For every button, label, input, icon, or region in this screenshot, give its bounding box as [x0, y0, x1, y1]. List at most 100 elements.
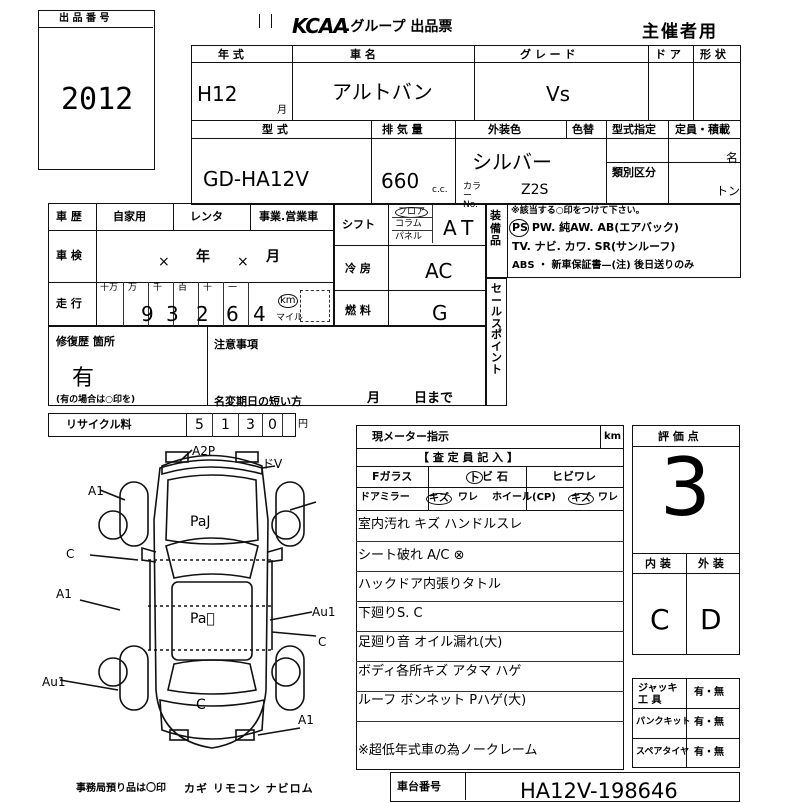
chassis-label: 車台番号	[397, 780, 441, 793]
recycle-digit-1: 5	[195, 417, 204, 433]
equipment-line-2: TV. ナビ. カワ. SR(サンルーフ)	[512, 240, 676, 253]
car-body-outline	[153, 459, 269, 749]
inspection-block	[356, 425, 624, 770]
mirror-label: ドアミラー	[360, 492, 410, 503]
color-value: シルバー	[472, 150, 552, 174]
jack-choice[interactable]: 有・無	[694, 687, 724, 698]
vehicle-info-table	[191, 45, 741, 205]
mark-left-c: C	[66, 547, 75, 561]
equipment-note: ※該当する○印をつけて下さい。	[511, 206, 645, 216]
mark-right-au1: Au1	[312, 605, 336, 619]
mark-left-a1: A1	[56, 587, 72, 601]
history-option-rental[interactable]: レンタ	[190, 210, 223, 223]
year-value: H12	[197, 82, 238, 106]
remark-5: 足廻り音 オイル漏れ(大)	[358, 635, 503, 650]
history-option-private[interactable]: 自家用	[113, 210, 146, 223]
shaken-year-label: 年	[196, 249, 210, 265]
mark-left-a1-top: A1	[88, 484, 104, 498]
mark-top-right: ドV	[262, 457, 283, 471]
displacement-value: 660	[381, 169, 420, 193]
glass-item-3[interactable]: ヒビワレ	[552, 470, 596, 483]
sales-point-label: セールスポイント	[491, 282, 502, 376]
unit-mile[interactable]: マイル	[276, 313, 304, 323]
sales-point-box	[486, 278, 507, 406]
spare-choice[interactable]: 有・無	[694, 747, 724, 758]
model-value: GD-HA12V	[203, 167, 309, 191]
remark-4: 下廻りS. C	[358, 606, 423, 621]
wheel-label: ホイール(CP)	[492, 492, 556, 503]
shaken-month-x: ×	[237, 254, 249, 270]
glass-item-2[interactable]: ビ 石	[482, 470, 508, 483]
mark-top: A2P	[192, 444, 216, 458]
shift-ac-fuel-block	[334, 203, 486, 326]
grade-label: グ レ ー ド	[520, 48, 576, 61]
remark-6: ボディ各所キズ アタマ ハゲ	[358, 664, 522, 679]
mileage-digit-5: 4	[253, 302, 266, 326]
repair-label: 修復歴 箇所	[56, 335, 115, 348]
equipment-block	[486, 203, 741, 278]
mirror-item-2[interactable]: ワレ	[458, 492, 478, 503]
mirror-item-1[interactable]: キズ	[426, 493, 452, 505]
shift-label: シフト	[342, 218, 375, 231]
recycle-label: リサイクル料	[66, 418, 132, 431]
shift-value: AT	[443, 216, 480, 240]
digit-label-1k: 千	[153, 283, 163, 293]
glass-item-1[interactable]: ト	[466, 471, 483, 484]
shaken-month-label: 月	[266, 249, 280, 265]
digit-label-1: 一	[228, 283, 238, 293]
repair-note: (有の場合は○印を)	[56, 395, 136, 405]
capacity-unit-persons: 名	[726, 151, 739, 165]
mileage-label: 走 行	[56, 297, 82, 310]
mileage-digit-4: 6	[226, 302, 239, 326]
digit-label-10k: 万	[128, 283, 138, 293]
deadline-month: 月	[367, 391, 381, 406]
displacement-label: 排 気 量	[382, 123, 423, 136]
digit-label-100: 百	[178, 283, 188, 293]
ac-label: 冷 房	[345, 262, 371, 275]
recycle-digit-4: 0	[268, 417, 277, 433]
wheel-item-1[interactable]: キズ	[568, 493, 594, 505]
color-change-label: 色替	[572, 123, 594, 136]
copy-label: 主催者用	[642, 22, 718, 42]
mark-rear: C	[196, 697, 206, 713]
deadline-day: 日まで	[414, 391, 454, 406]
digit-label-10: 十	[203, 283, 213, 293]
chassis-number: HA12V-198646	[520, 779, 678, 803]
shift-option-column[interactable]: コラム	[395, 219, 422, 229]
deadline-label: 名変期日の短い方	[214, 395, 302, 408]
remark-8: ※超低年式車の為ノークレーム	[358, 743, 538, 758]
unit-km[interactable]: km	[278, 294, 298, 308]
lot-number-label: 出 品 番 号	[59, 13, 110, 24]
history-option-commercial[interactable]: 事業.営業車	[259, 210, 319, 223]
wheel-item-2[interactable]: ワレ	[598, 492, 618, 503]
lot-number: 2012	[61, 82, 134, 117]
exterior-color-label: 外装色	[488, 123, 521, 136]
mark-roof: Pa゙	[190, 611, 215, 627]
capacity-label: 定員・積載	[675, 123, 730, 136]
org-logo: KCAA	[292, 14, 349, 38]
meter-unit: km	[604, 431, 622, 442]
door-label: ド ア	[655, 48, 681, 61]
month-label: 月	[277, 105, 287, 116]
equipment-line-3: ABS ・ 新車保証書—(注) 後日送りのみ	[512, 260, 695, 271]
meter-label: 現メーター指示	[372, 430, 449, 443]
wheel-rear-right	[275, 645, 305, 711]
recycle-box	[48, 413, 296, 437]
designation-label: 型式指定	[612, 123, 656, 136]
color-number-label: カラー No.	[463, 182, 482, 210]
recycle-unit: 円	[298, 419, 308, 430]
spare-label: スペアタイヤ	[636, 747, 690, 757]
shaken-label: 車 検	[56, 249, 82, 262]
car-name-value: アルトバン	[332, 80, 433, 104]
name-label: 車 名	[350, 48, 376, 61]
lot-number-box: 出 品 番 号 2012	[38, 10, 155, 170]
office-label: 事務局預り品は〇印	[76, 783, 166, 794]
shift-option-panel[interactable]: パネル	[395, 232, 423, 242]
mileage-digit-3: 2	[196, 302, 209, 326]
wheel-rear-left	[119, 645, 149, 711]
equipment-label: 装備品	[490, 209, 501, 248]
puncture-label: パンクキット	[636, 717, 691, 727]
wheel-front-right	[275, 481, 305, 547]
puncture-choice[interactable]: 有・無	[694, 717, 724, 728]
